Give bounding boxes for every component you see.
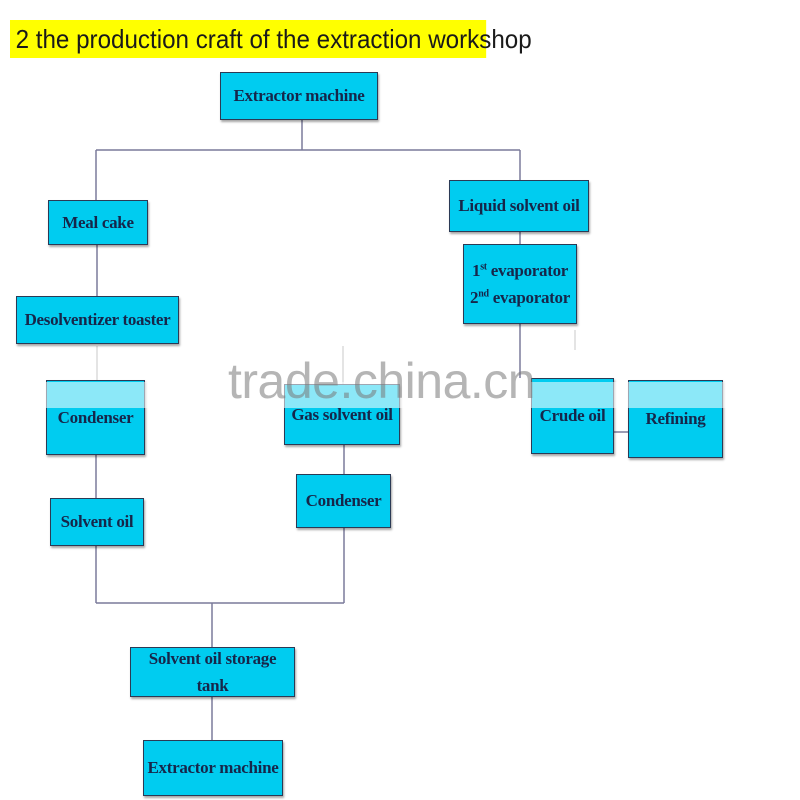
node-extractor-top: Extractor machine: [220, 72, 378, 120]
evaporator-2-line: 2nd evaporator: [470, 288, 570, 307]
node-liquid-solvent-oil: Liquid solvent oil: [449, 180, 589, 232]
node-label: Extractor machine: [147, 758, 279, 778]
node-label: Refining: [645, 409, 706, 429]
node-label: Crude oil: [539, 406, 606, 426]
node-label: Liquid solvent oil: [458, 196, 580, 216]
node-label: Condenser: [57, 407, 134, 427]
node-label: Extractor machine: [233, 86, 365, 106]
node-label: Condenser: [305, 491, 382, 511]
node-label: Gas solvent oil: [291, 404, 393, 424]
node-label: Solvent oil: [60, 512, 134, 532]
node-label: Desolventizer toaster: [24, 310, 171, 330]
node-desolventizer-toaster: Desolventizer toaster: [16, 296, 179, 344]
page-title: 2 the production craft of the extraction…: [10, 20, 532, 58]
node-condenser-mid: Condenser: [296, 474, 391, 528]
node-storage-tank: Solvent oil storage tank: [130, 647, 295, 697]
node-solvent-oil: Solvent oil: [50, 498, 144, 546]
watermark-text: trade.china.cn: [228, 353, 536, 409]
watermark-band: [0, 382, 800, 408]
evaporator-1-line: 1st evaporator: [471, 260, 569, 280]
node-meal-cake: Meal cake: [48, 200, 148, 245]
node-evaporators: 1st evaporator 2nd evaporator: [463, 244, 577, 324]
node-label: Solvent oil storage tank: [148, 648, 277, 695]
node-extractor-bottom: Extractor machine: [143, 740, 283, 796]
node-label: Meal cake: [62, 212, 134, 232]
